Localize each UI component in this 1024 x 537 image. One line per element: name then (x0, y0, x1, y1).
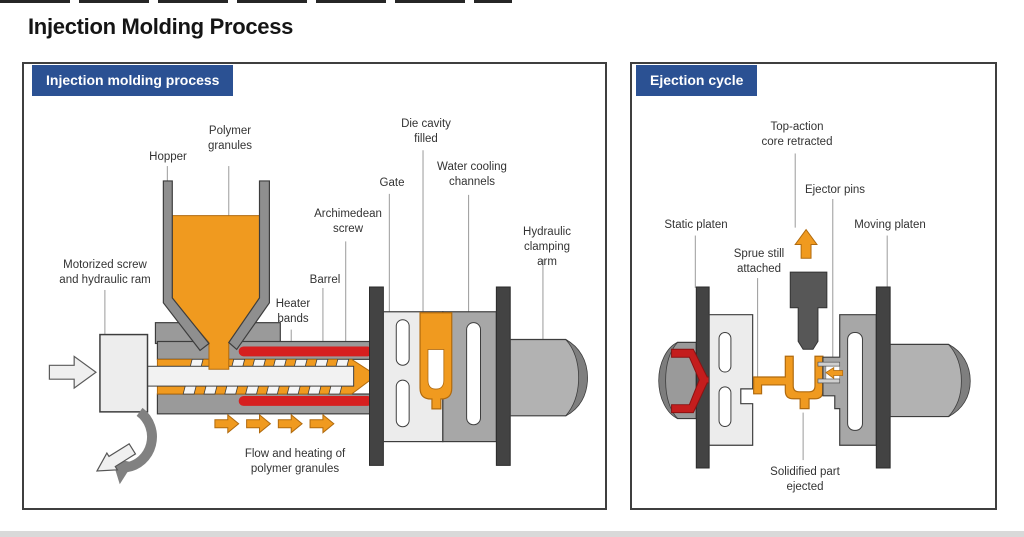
label-flow-heating: Flow and heating of polymer granules (244, 448, 346, 476)
injection-molding-diagram (48, 150, 588, 485)
hydraulic-clamping-arm (509, 338, 588, 417)
label-solidified-part: Solidified part ejected (770, 466, 840, 494)
label-barrel: Barrel (309, 274, 341, 286)
hydraulic-clamping-arm (889, 343, 971, 418)
ejection-cycle-diagram (658, 153, 971, 469)
ejector-pins (817, 361, 844, 384)
hydraulic-ram-block (99, 333, 149, 413)
label-gate: Gate (379, 177, 405, 189)
water-cooling-channels (395, 319, 482, 428)
screw-rotation-arrow-icon (95, 407, 157, 485)
label-hopper: Hopper (149, 151, 187, 163)
top-action-core (789, 271, 828, 350)
leader-lines (694, 153, 888, 461)
label-polymer-granules: Polymer granules (207, 125, 253, 153)
label-die-cavity: Die cavity filled (401, 118, 451, 146)
label-static-platen: Static platen (664, 219, 728, 231)
panel-injection-molding: Injection molding process Hopper Polymer… (22, 62, 607, 510)
ejected-part (753, 355, 824, 410)
label-heater-bands: Heater bands (275, 298, 311, 326)
ejection-up-arrow-icon (794, 228, 818, 259)
bottom-edge-strip (0, 531, 1024, 537)
flow-arrows-icon (214, 413, 335, 434)
label-archimedean-screw: Archimedean screw (314, 208, 382, 236)
injection-nozzle (658, 341, 697, 420)
eject-direction-arrow-icon (825, 366, 844, 380)
push-direction-arrow-icon (48, 355, 97, 390)
mold-half-static (708, 314, 754, 446)
leader-lines (104, 150, 544, 362)
panel-header-injection: Injection molding process (32, 65, 234, 96)
moving-platen (495, 286, 511, 466)
label-motorized-screw: Motorized screw and hydraulic ram (59, 259, 151, 287)
panel-ejection-cycle: Ejection cycle Top-action core retracted… (630, 62, 997, 510)
heater-bands (238, 346, 373, 406)
hopper (162, 180, 271, 370)
mold-half-moving (822, 314, 877, 446)
label-hydraulic-arm: Hydraulic clamping arm (523, 226, 571, 269)
label-top-action-core: Top-action core retracted (761, 121, 833, 149)
screw-shaft (146, 365, 355, 387)
label-ejector-pins: Ejector pins (804, 184, 866, 196)
fixed-platen (369, 286, 384, 466)
page-title: Injection Molding Process (28, 14, 294, 39)
panel-header-ejection: Ejection cycle (636, 65, 758, 96)
die-cavity-filled (419, 312, 453, 410)
label-moving-platen: Moving platen (854, 219, 926, 231)
label-sprue-attached: Sprue still attached (733, 248, 785, 276)
moving-platen (875, 286, 891, 469)
label-water-cooling: Water cooling channels (437, 161, 507, 189)
top-edge-artifact (0, 0, 512, 3)
